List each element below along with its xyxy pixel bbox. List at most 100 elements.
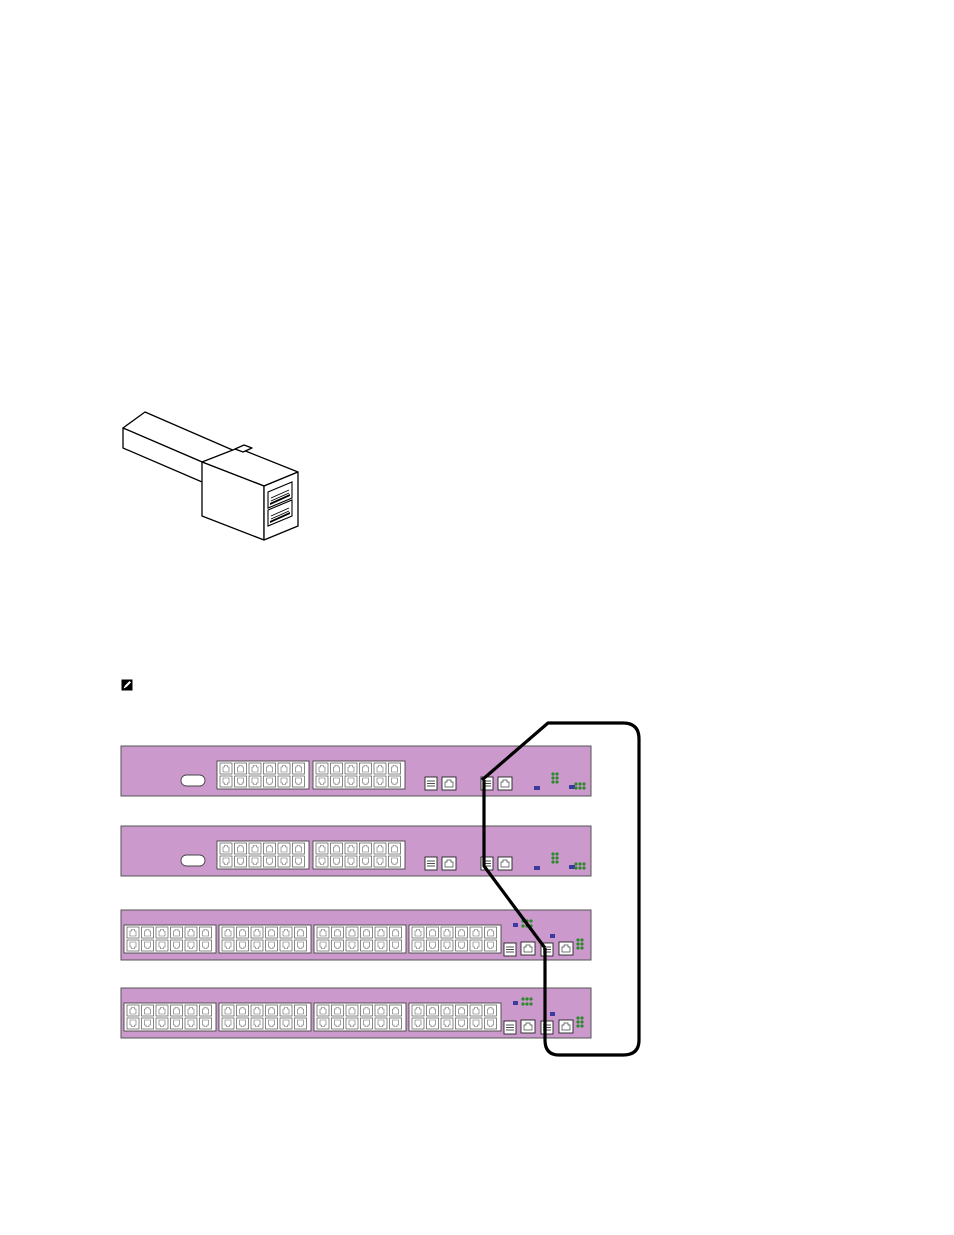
- ethernet-port: [470, 927, 482, 938]
- ethernet-port: [222, 1018, 234, 1029]
- ethernet-port: [235, 856, 247, 867]
- ethernet-port: [456, 927, 468, 938]
- ethernet-port: [185, 1018, 197, 1029]
- ethernet-port: [127, 940, 139, 951]
- led-indicator: [529, 1002, 532, 1005]
- ethernet-port: [361, 940, 373, 951]
- led-indicator: [574, 786, 577, 789]
- ethernet-port: [237, 1018, 249, 1029]
- ethernet-port: [156, 1018, 168, 1029]
- ethernet-port: [345, 843, 357, 854]
- ethernet-port: [427, 1018, 439, 1029]
- led-indicator: [578, 866, 581, 869]
- ethernet-port: [331, 856, 343, 867]
- ethernet-port: [470, 940, 482, 951]
- ethernet-port: [127, 1005, 139, 1016]
- ethernet-port: [360, 776, 372, 787]
- note-pencil-icon: [121, 679, 133, 691]
- ethernet-port: [185, 927, 197, 938]
- ethernet-port: [200, 927, 212, 938]
- ethernet-port: [171, 1005, 183, 1016]
- ethernet-port: [278, 776, 290, 787]
- ethernet-port: [295, 1018, 307, 1029]
- status-led: [550, 934, 555, 938]
- ethernet-port: [200, 1018, 212, 1029]
- ethernet-port: [375, 927, 387, 938]
- led-indicator: [529, 997, 532, 1000]
- led-indicator: [521, 997, 524, 1000]
- status-led: [550, 1012, 555, 1016]
- ethernet-port: [331, 776, 343, 787]
- ethernet-port: [346, 940, 358, 951]
- ethernet-port: [278, 843, 290, 854]
- console-port: [181, 775, 205, 786]
- ethernet-port: [332, 1018, 344, 1029]
- console-port: [181, 855, 205, 866]
- ethernet-port: [390, 927, 402, 938]
- ethernet-port: [142, 1018, 154, 1029]
- led-indicator: [574, 782, 577, 785]
- led-indicator: [525, 1002, 528, 1005]
- ethernet-port: [361, 927, 373, 938]
- status-led: [513, 923, 518, 927]
- ethernet-port: [264, 843, 276, 854]
- ethernet-port: [390, 1018, 402, 1029]
- uplink-port: [442, 857, 456, 870]
- ethernet-port: [222, 927, 234, 938]
- ethernet-port: [280, 1005, 292, 1016]
- ethernet-port: [266, 1018, 278, 1029]
- ethernet-port: [316, 763, 328, 774]
- ethernet-port: [360, 843, 372, 854]
- ethernet-port: [412, 1005, 424, 1016]
- led-indicator: [578, 782, 581, 785]
- stacking-port: [504, 943, 516, 956]
- ethernet-port: [222, 1005, 234, 1016]
- ethernet-port: [456, 1018, 468, 1029]
- ethernet-port: [200, 1005, 212, 1016]
- ethernet-port: [456, 940, 468, 951]
- led-indicator: [574, 866, 577, 869]
- ethernet-port: [427, 1005, 439, 1016]
- uplink-port: [442, 777, 456, 790]
- ethernet-port: [220, 763, 232, 774]
- led-indicator: [521, 1002, 524, 1005]
- status-led: [513, 1001, 518, 1005]
- ethernet-port: [427, 927, 439, 938]
- ethernet-port: [389, 776, 401, 787]
- ethernet-port: [127, 1018, 139, 1029]
- ethernet-port: [412, 927, 424, 938]
- ethernet-port: [280, 927, 292, 938]
- led-indicator: [574, 862, 577, 865]
- ethernet-port: [156, 940, 168, 951]
- ethernet-port: [346, 1018, 358, 1029]
- ethernet-port: [295, 940, 307, 951]
- ethernet-port: [266, 1005, 278, 1016]
- ethernet-port: [249, 843, 261, 854]
- uplink-port: [559, 942, 573, 955]
- ethernet-port: [441, 940, 453, 951]
- ethernet-port: [317, 1018, 329, 1029]
- stacking-port: [541, 1021, 553, 1034]
- ethernet-port: [185, 1005, 197, 1016]
- ethernet-port: [317, 1005, 329, 1016]
- ethernet-port: [332, 940, 344, 951]
- status-led: [534, 786, 540, 790]
- ethernet-port: [222, 940, 234, 951]
- ethernet-port: [127, 927, 139, 938]
- ethernet-port: [331, 843, 343, 854]
- ethernet-port: [235, 776, 247, 787]
- ethernet-port: [317, 940, 329, 951]
- ethernet-port: [237, 927, 249, 938]
- led-indicator: [582, 782, 585, 785]
- ethernet-port: [412, 940, 424, 951]
- ethernet-port: [235, 843, 247, 854]
- ethernet-port: [293, 856, 305, 867]
- ethernet-port: [295, 927, 307, 938]
- ethernet-port: [251, 927, 263, 938]
- uplink-port: [521, 1020, 535, 1033]
- ethernet-port: [171, 927, 183, 938]
- ethernet-port: [220, 776, 232, 787]
- ethernet-port: [375, 1005, 387, 1016]
- uplink-port: [521, 942, 535, 955]
- ethernet-port: [266, 940, 278, 951]
